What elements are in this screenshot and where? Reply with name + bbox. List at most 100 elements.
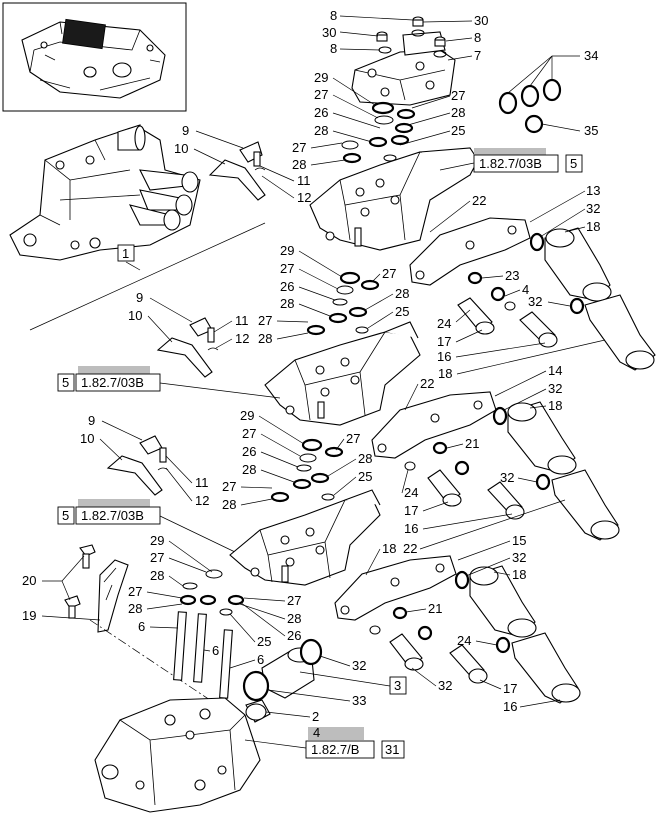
callout-30: 30 xyxy=(322,25,336,40)
section-2-right: 18 22 14 32 18 21 24 17 16 32 xyxy=(371,339,620,541)
callout-27: 27 xyxy=(346,431,360,446)
callout-14: 14 xyxy=(548,363,562,378)
callout-8: 8 xyxy=(330,41,337,56)
callout-4: 4 xyxy=(522,282,529,297)
callout-32: 32 xyxy=(352,658,366,673)
callout-27: 27 xyxy=(287,593,301,608)
callout-26: 26 xyxy=(242,444,256,459)
valve-section-3 xyxy=(229,489,381,586)
assembly-cylinders xyxy=(117,124,199,231)
inset-thumbnail xyxy=(2,2,187,112)
callout-29: 29 xyxy=(314,70,328,85)
seals-top xyxy=(341,101,416,164)
section-1-right: 13 32 18 22 23 4 32 24 17 16 xyxy=(409,183,656,371)
valve-assembly-complete xyxy=(9,124,201,261)
callout-27: 27 xyxy=(242,426,256,441)
callout-27: 27 xyxy=(292,140,306,155)
callout-18: 18 xyxy=(548,398,562,413)
callout-2: 2 xyxy=(312,709,319,724)
callout-28: 28 xyxy=(451,105,465,120)
callout-22: 22 xyxy=(420,376,434,391)
main-label-1: 1 xyxy=(29,222,266,331)
callouts-mid-block: 29 27 26 28 27 28 25 27 28 xyxy=(258,243,409,346)
callout-11: 11 xyxy=(195,475,209,490)
callout-28: 28 xyxy=(358,451,372,466)
callout-13: 13 xyxy=(586,183,600,198)
callout-22: 18 xyxy=(382,541,396,556)
callout-27: 27 xyxy=(280,261,294,276)
callout-9: 9 xyxy=(136,290,143,305)
callout-8: 8 xyxy=(330,8,337,23)
callout-34: 34 xyxy=(584,48,598,63)
ref-label: 1.82.7/03B xyxy=(81,375,144,390)
callout-27: 27 xyxy=(451,88,465,103)
valve-section-1 xyxy=(309,147,479,251)
bottom-left-parts: 20 19 29 27 28 27 28 6 6 25 26 27 xyxy=(22,533,366,724)
callout-10: 10 xyxy=(174,141,188,156)
ref-box-1[interactable]: 1.82.7/03B 5 xyxy=(439,148,583,173)
callout-17: 17 xyxy=(437,334,451,349)
callout-16: 17 xyxy=(503,681,517,696)
callout-29: 29 xyxy=(240,408,254,423)
callouts-low-block: 29 27 26 28 27 28 25 27 28 xyxy=(222,408,372,512)
callout-25: 25 xyxy=(358,469,372,484)
ref-box-4[interactable]: 3 xyxy=(299,671,407,695)
callout-26: 26 xyxy=(280,279,294,294)
callout-18: 18 xyxy=(512,567,526,582)
valve-section-2 xyxy=(264,321,421,426)
callout-27: 27 xyxy=(150,550,164,565)
callout-28: 28 xyxy=(150,568,164,583)
ref-box-2[interactable]: 5 1.82.7/03B xyxy=(57,366,281,399)
callout-18: 22 xyxy=(403,541,417,556)
callout-27: 27 xyxy=(258,313,272,328)
callout-6: 6 xyxy=(257,652,264,667)
callout-7: 7 xyxy=(474,48,481,63)
callout-15: 15 xyxy=(512,533,526,548)
callout-10: 10 xyxy=(80,431,94,446)
ref-num: 5 xyxy=(62,375,69,390)
callout-28: 28 xyxy=(395,286,409,301)
ref-box-5[interactable]: 4 1.82.7/B 31 xyxy=(244,725,405,759)
callout-18: 18 xyxy=(438,366,452,381)
callout-21: 21 xyxy=(428,601,442,616)
callout-28: 28 xyxy=(287,611,301,626)
ref-label: 1.82.7/B xyxy=(311,742,359,757)
callout-12: 12 xyxy=(297,190,311,205)
callout-26: 26 xyxy=(287,628,301,643)
callout-20: 20 xyxy=(22,573,36,588)
callout-29: 29 xyxy=(150,533,164,548)
callout-28: 28 xyxy=(128,601,142,616)
callout-25: 25 xyxy=(257,634,271,649)
base-valve-block xyxy=(94,697,261,813)
ref-box-3[interactable]: 5 1.82.7/03B xyxy=(57,499,236,553)
callout-22: 22 xyxy=(472,193,486,208)
callout-27: 27 xyxy=(222,479,236,494)
callout-16: 16 xyxy=(404,521,418,536)
callout-32: 32 xyxy=(500,470,514,485)
callout-10: 10 xyxy=(128,308,142,323)
callout-6: 6 xyxy=(138,619,145,634)
callout-23: 23 xyxy=(505,268,519,283)
callout-28: 28 xyxy=(280,296,294,311)
top-cover-group xyxy=(351,16,456,106)
callout-24: 24 xyxy=(404,485,418,500)
callout-28: 28 xyxy=(242,462,256,477)
callout-19: 19 xyxy=(22,608,36,623)
callout-9: 9 xyxy=(182,123,189,138)
callout-8: 8 xyxy=(474,30,481,45)
callout-12: 12 xyxy=(195,493,209,508)
callout-25: 25 xyxy=(395,304,409,319)
callout-18: 16 xyxy=(503,699,517,714)
callout-6: 6 xyxy=(212,643,219,658)
callout-1: 1 xyxy=(122,246,129,261)
callout-11: 11 xyxy=(297,173,311,188)
ref-label: 1.82.7/03B xyxy=(81,508,144,523)
callout-12: 12 xyxy=(235,331,249,346)
callout-27: 27 xyxy=(382,266,396,281)
callout-30: 30 xyxy=(474,13,488,28)
ref-num: 31 xyxy=(385,742,399,757)
callout-35: 35 xyxy=(584,123,598,138)
ref-num: 5 xyxy=(570,156,577,171)
callout-27: 27 xyxy=(314,87,328,102)
